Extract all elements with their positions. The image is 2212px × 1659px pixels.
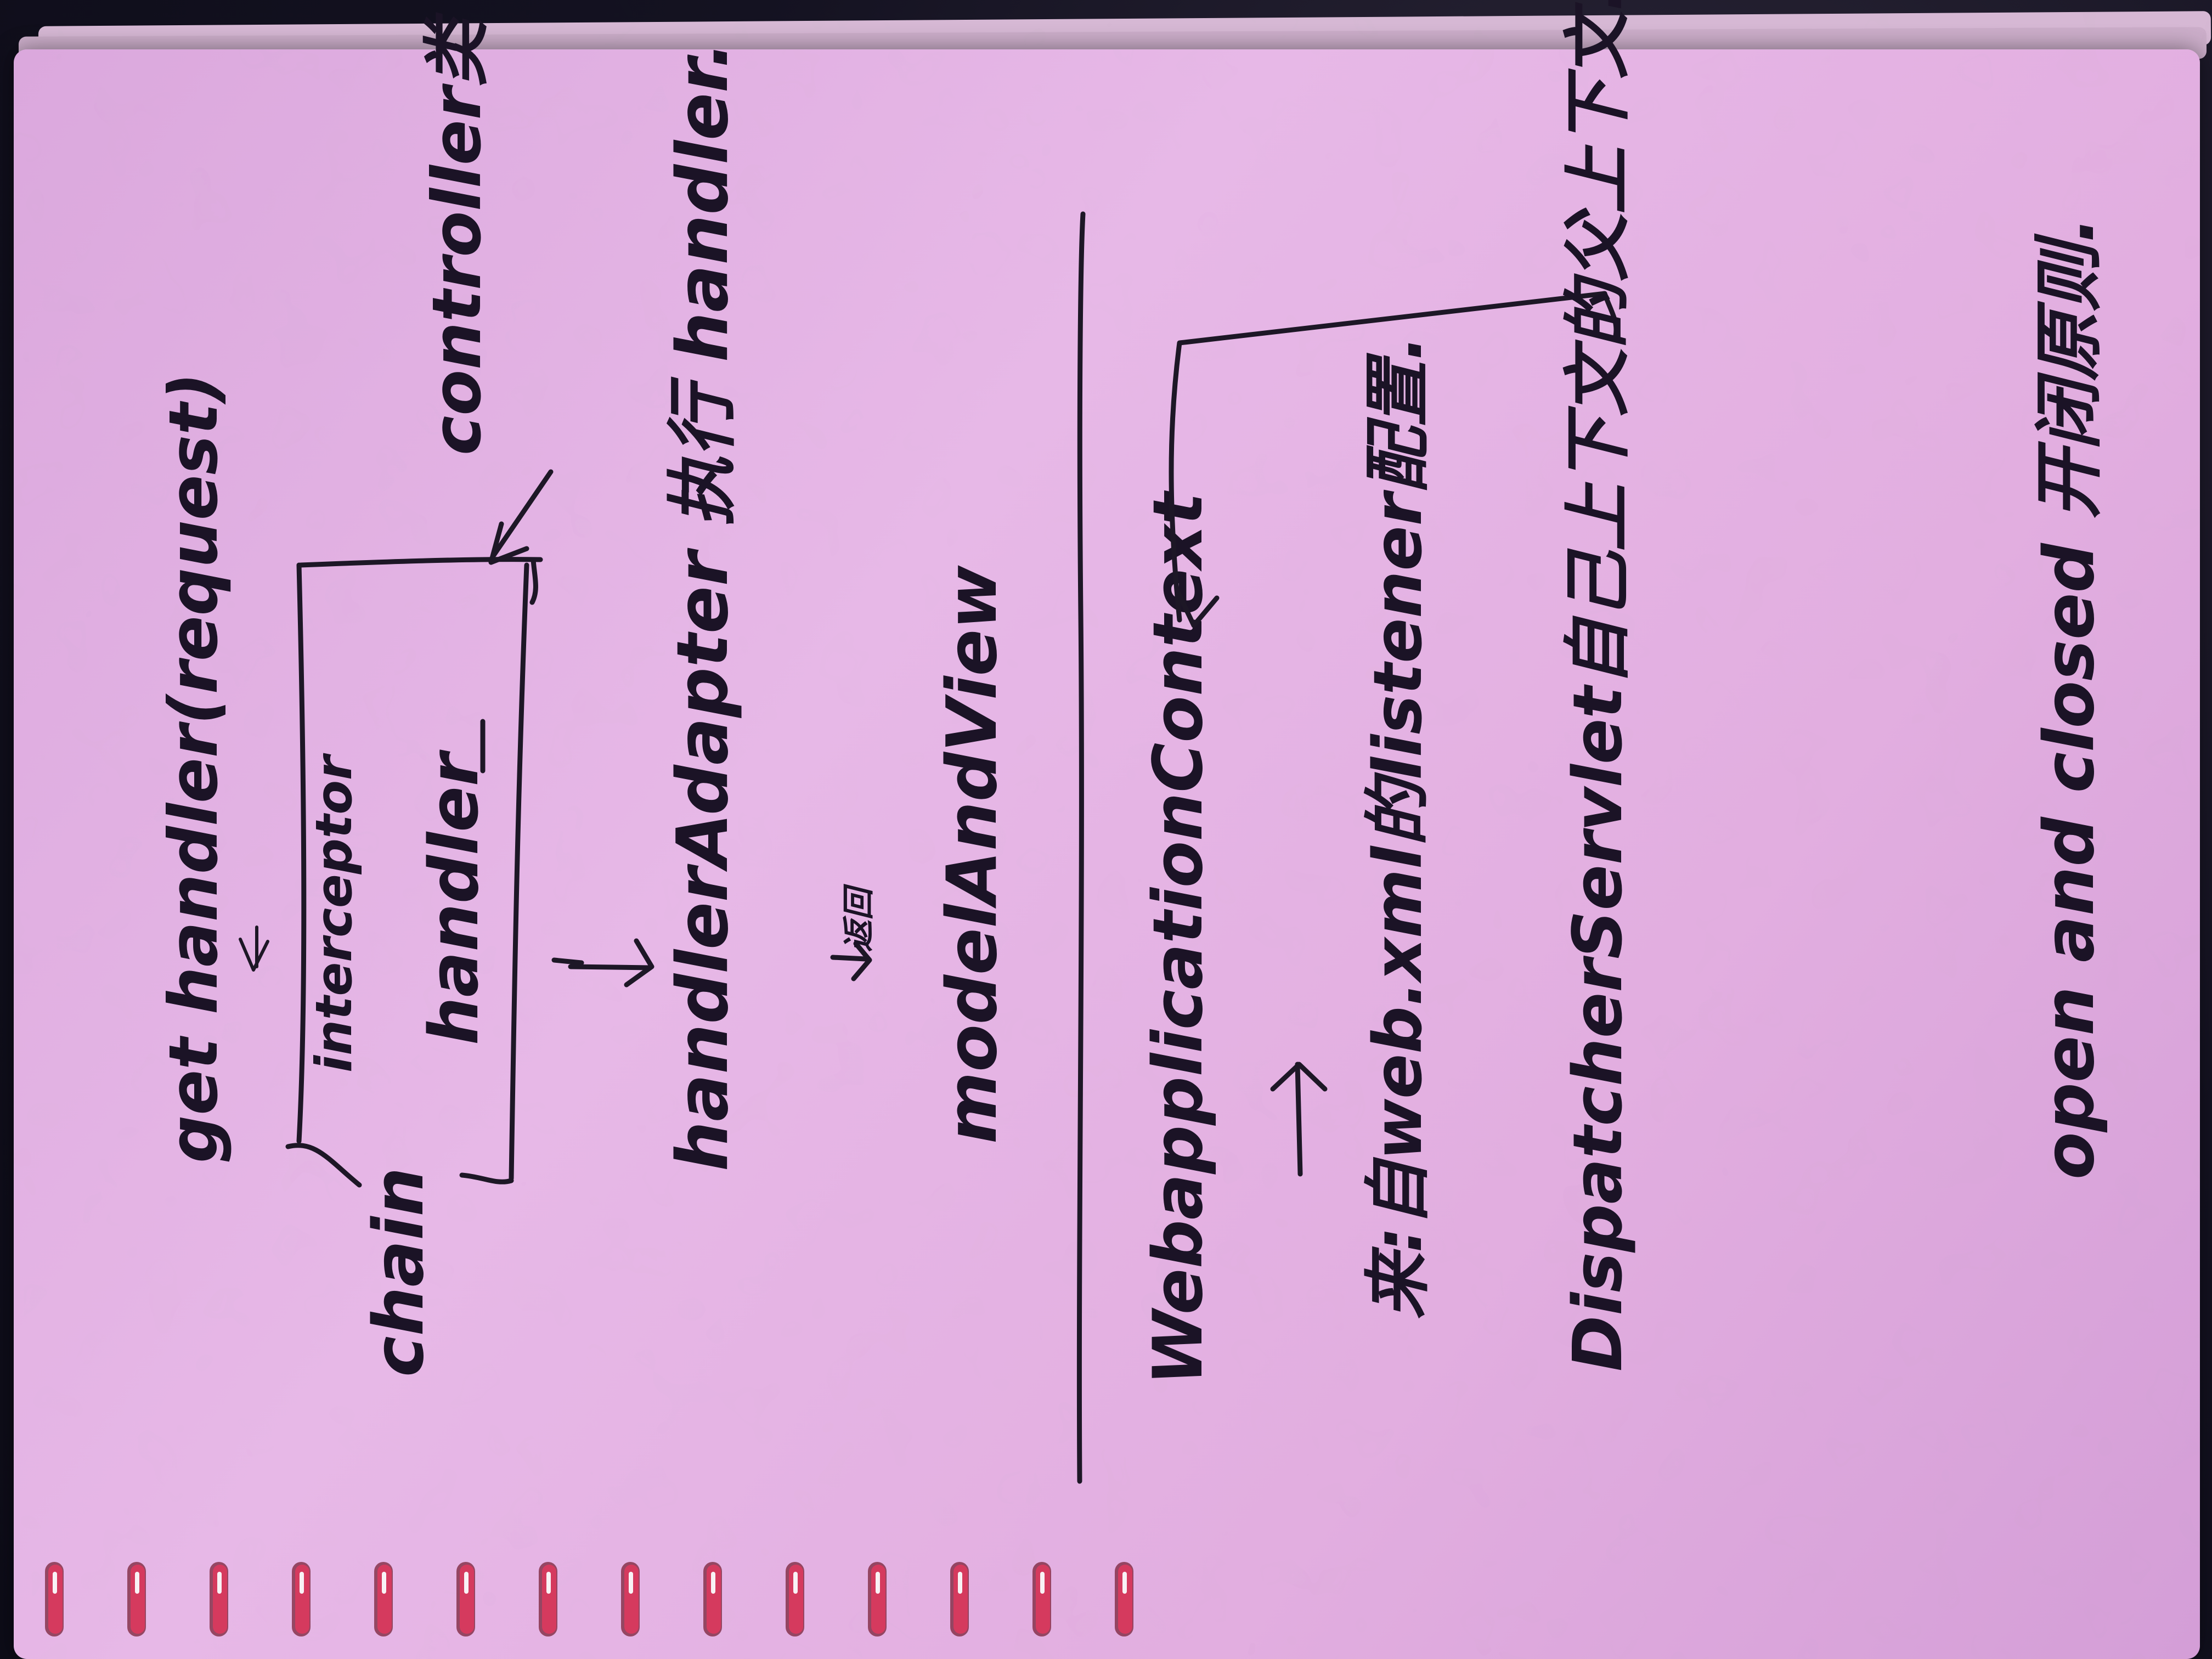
vertical-separator-line [1076,211,1086,1484]
handler-group-left-vertical [296,562,307,1144]
spiral-ring-icon [45,1562,64,1637]
spiral-ring-icon [786,1562,804,1637]
right-arrowhead-icon [488,521,529,565]
handler-group-top-line [298,557,543,568]
handler-group-right-vertical [509,562,529,1181]
second-handwritten-section: WebapplicationContext 来:自web.xml的listene… [1139,0,2109,1385]
spiral-ring-icon [374,1562,393,1637]
handler-group-bottom-line [459,1172,514,1184]
spiral-ring-icon [292,1562,311,1637]
return-arrowhead-icon [851,941,872,981]
handler-adapter-executes-handler-text: handlerAdapter 执行 handler. [662,42,744,1172]
spiral-ring-icon [1115,1562,1133,1637]
spiral-ring-icon [539,1562,557,1637]
handler-text: handler [415,749,494,1045]
context-return-arrowhead-icon [1174,587,1220,628]
interceptor-text: interceptor [306,753,363,1073]
get-handler-request-text: get handler(request) [155,373,233,1163]
up-arrow-icon [1270,1062,1328,1092]
model-and-view-text: modelAndView [932,565,1012,1144]
spiral-ring-icon [456,1562,475,1637]
spiral-ring-icon [621,1562,640,1637]
spiral-ring-icon [127,1562,146,1637]
spiral-ring-icon [703,1562,722,1637]
return-label-text: 返回 [840,883,877,952]
chain-text: chain [358,1167,439,1377]
spiral-ring-icon [950,1562,969,1637]
open-closed-principle-text: open and closed 开闭原则. [2029,217,2109,1180]
up-arrow-shaft [1295,1062,1303,1177]
return-arrow-shaft [830,955,868,962]
context-return-arrow-line [1169,291,1619,623]
from-web-xml-listener-config-text: 来:自web.xml的listener配置. [1359,335,1437,1319]
paper-texture [14,49,2200,1659]
dispatcher-servlet-parent-context-text: DispatcherServlet自己上下文的父上下文. [1559,0,1638,1372]
spiral-ring-icon [868,1562,887,1637]
web-application-context-text: WebapplicationContext [1139,490,1218,1385]
binding-rings [45,1562,1133,1637]
left-notes-divider [1076,211,1086,1484]
left-bracket-top-curve [285,1143,362,1188]
handler-to-adapter-stem [551,957,584,966]
down-arrow-shaft [568,964,653,970]
handler-group-top-right-tick [529,557,538,605]
spiral-ring-icon [1032,1562,1051,1637]
spiral-ring-icon [210,1562,228,1637]
right-arrow-icon [491,469,554,558]
first-handwritten-section: get handler(request) chain interceptor h… [155,12,1012,1377]
down-arrow-icon [239,938,269,972]
controller-class-text: controller类 [418,12,496,455]
